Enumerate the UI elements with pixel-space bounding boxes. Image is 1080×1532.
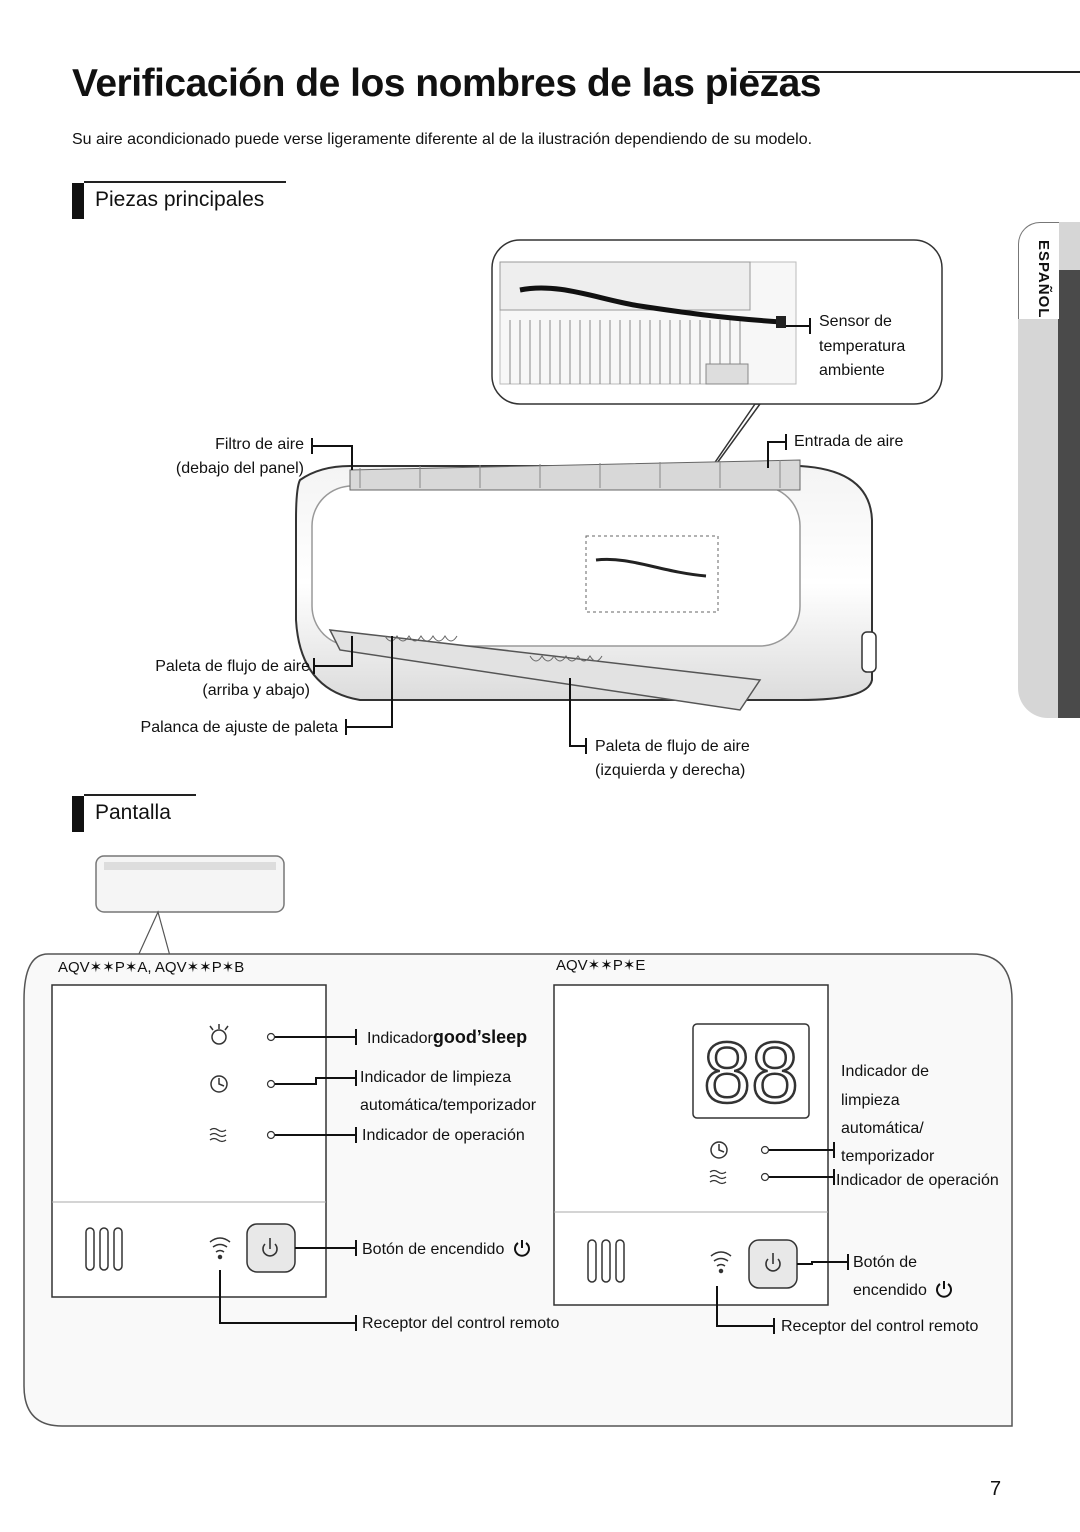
section-heading-main-parts: Piezas principales bbox=[95, 188, 265, 211]
goodsleep-icon bbox=[209, 1024, 229, 1045]
title-rule bbox=[748, 71, 1080, 73]
label-power-button-e-line1: Botón de bbox=[853, 1254, 918, 1271]
power-icon bbox=[765, 1253, 781, 1272]
power-icon bbox=[262, 1238, 278, 1257]
wifi-icon bbox=[710, 1251, 732, 1274]
digit-display-text: 88 bbox=[703, 1025, 799, 1121]
section-heading-display: Pantalla bbox=[95, 801, 171, 824]
label-vane-updown-note: (arriba y abajo) bbox=[202, 682, 310, 699]
label-clean-timer-e-line3: automática/ bbox=[841, 1120, 924, 1137]
vent-grille-icon bbox=[85, 1227, 123, 1271]
label-clean-timer-e-line2: limpieza bbox=[841, 1092, 900, 1109]
label-sensor-line3: ambiente bbox=[819, 362, 885, 379]
wifi-icon bbox=[209, 1237, 231, 1260]
section-bar bbox=[72, 796, 84, 832]
indoor-unit-illustration bbox=[295, 239, 943, 754]
section-rule bbox=[84, 181, 286, 183]
language-tab-label: ESPAÑOL bbox=[1035, 240, 1052, 319]
sensor-tip bbox=[776, 316, 786, 328]
section-rule bbox=[84, 794, 196, 796]
language-tab-label-box bbox=[1018, 222, 1059, 319]
label-clean-timer-e-line4: temporizador bbox=[841, 1148, 935, 1165]
label-vane-leftright-note: (izquierda y derecha) bbox=[595, 762, 746, 779]
language-tab-accent bbox=[1058, 270, 1080, 718]
label-goodsleep-indicator: Indicadorgood’sleep bbox=[367, 1027, 528, 1047]
sensor-cable bbox=[519, 285, 783, 325]
page-title: Verificación de los nombres de las pieza… bbox=[72, 62, 821, 105]
label-vane-updown: Paleta de flujo de aire bbox=[155, 658, 310, 675]
label-clean-timer-e-line1: Indicador de bbox=[841, 1063, 930, 1080]
power-button-a bbox=[246, 1223, 296, 1273]
label-vane-lever: Palanca de ajuste de paleta bbox=[140, 719, 338, 736]
label-power-button-a: Botón de encendido bbox=[362, 1238, 532, 1262]
label-operation-e: Indicador de operación bbox=[836, 1172, 999, 1189]
label-air-filter-note: (debajo del panel) bbox=[175, 460, 304, 477]
operation-icon bbox=[709, 1169, 727, 1185]
label-clean-timer-a-line2: automática/temporizador bbox=[360, 1097, 537, 1114]
vane-area bbox=[328, 629, 762, 711]
label-vane-leftright: Paleta de flujo de aire bbox=[595, 738, 750, 755]
digit-display bbox=[692, 1023, 810, 1119]
page-number: 7 bbox=[990, 1478, 1002, 1500]
front-panel bbox=[311, 485, 801, 647]
power-icon bbox=[513, 1240, 530, 1257]
section-bar bbox=[72, 183, 84, 219]
sensor-location-mark bbox=[585, 535, 719, 613]
timer-icon bbox=[210, 1075, 228, 1093]
timer-icon bbox=[710, 1141, 728, 1159]
label-clean-timer-a-line1: Indicador de limpieza bbox=[360, 1069, 512, 1086]
label-sensor-line2: temperatura bbox=[819, 338, 906, 355]
label-power-button-e-line2: encendido bbox=[853, 1279, 954, 1303]
model-label-a: AQV✶✶P✶A, AQV✶✶P✶B bbox=[58, 959, 245, 976]
power-icon bbox=[936, 1281, 953, 1298]
label-air-inlet: Entrada de aire bbox=[794, 433, 904, 450]
operation-icon bbox=[209, 1127, 227, 1143]
intro-text: Su aire acondicionado puede verse ligera… bbox=[72, 131, 813, 148]
display-illustration: 88 bbox=[23, 855, 1013, 1427]
label-remote-receiver-e: Receptor del control remoto bbox=[781, 1318, 979, 1335]
model-label-e: AQV✶✶P✶E bbox=[556, 957, 646, 974]
label-remote-receiver-a: Receptor del control remoto bbox=[362, 1315, 560, 1332]
air-inlet-grille bbox=[349, 459, 801, 491]
label-air-filter: Filtro de aire bbox=[215, 436, 304, 453]
label-operation-a: Indicador de operación bbox=[362, 1127, 525, 1144]
label-sensor-line1: Sensor de bbox=[819, 313, 892, 330]
vent-grille-icon bbox=[587, 1239, 625, 1283]
